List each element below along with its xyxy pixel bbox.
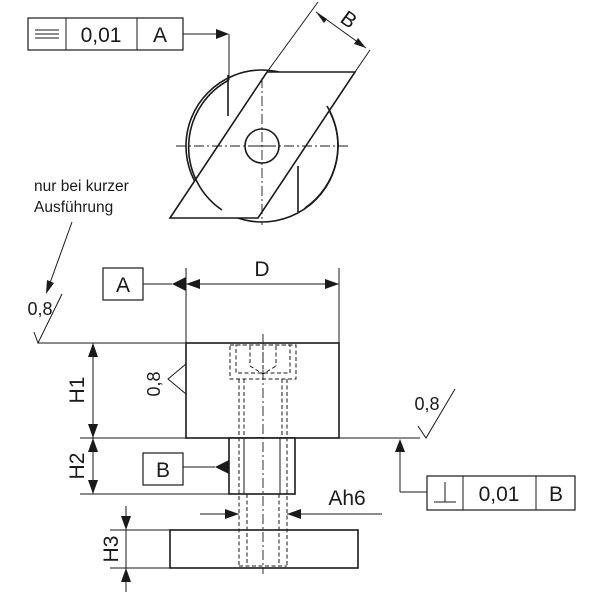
note-line-1: nur bei kurzer — [34, 178, 129, 195]
side-view-head — [185, 342, 340, 439]
dimension-h2-label: H2 — [66, 453, 89, 480]
fcf-flatness: 0,01 A — [27, 17, 184, 51]
note-leader — [49, 221, 73, 284]
note-line-2: Ausführung — [34, 199, 113, 216]
dimension-d: D — [185, 258, 340, 343]
note-short-version: nur bei kurzer Ausführung — [34, 178, 129, 294]
roughness-symbol-body: 0,8 — [144, 363, 187, 397]
roughness-symbol-right: 0,8 — [414, 388, 456, 439]
top-view-arc-left — [187, 79, 230, 211]
dimension-ah6: Ah6 — [200, 487, 382, 519]
roughness-right-value: 0,8 — [414, 394, 439, 414]
dimension-d-label: D — [254, 258, 269, 281]
top-view-arc-right — [304, 105, 339, 209]
note-leader-arrow — [46, 280, 54, 294]
top-view-flat-parallelogram — [168, 71, 357, 219]
dimension-b: B — [266, 1, 371, 73]
fcf-perpendicularity-tolerance: 0,01 — [479, 483, 520, 506]
fcf-perpendicularity-datum: B — [549, 483, 563, 506]
roughness-symbol-left: 0,8 — [27, 293, 63, 345]
flatness-symbol-icon — [35, 29, 59, 39]
top-view: 0,01 A B — [27, 1, 371, 225]
dimension-h1: H1 — [66, 343, 98, 438]
fcf-perpendicularity: 0,01 B — [395, 439, 576, 511]
dimension-h3: H3 — [100, 506, 131, 592]
roughness-body-value: 0,8 — [144, 371, 164, 396]
datum-a-label: A — [116, 274, 130, 297]
perpendicularity-symbol-icon — [434, 482, 456, 503]
datum-a: A — [102, 267, 186, 301]
dimension-h3-label: H3 — [100, 536, 123, 563]
fcf-flatness-leader-arrow — [216, 29, 229, 39]
side-view: A D H1 H2 — [27, 258, 576, 592]
fcf-flatness-datum: A — [153, 24, 167, 47]
dimension-ah6-label: Ah6 — [328, 487, 365, 510]
datum-b: B — [142, 452, 229, 486]
dimension-h1-label: H1 — [66, 377, 89, 404]
fcf-flatness-tolerance: 0,01 — [81, 24, 122, 47]
dimension-h2: H2 — [66, 438, 98, 494]
side-view-foot — [169, 529, 359, 569]
datum-b-label: B — [156, 459, 170, 482]
roughness-left-value: 0,8 — [27, 299, 52, 319]
